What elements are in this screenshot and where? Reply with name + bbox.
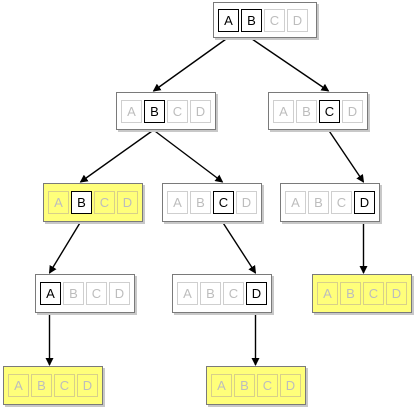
node-cell: C bbox=[319, 99, 340, 123]
node-cell: D bbox=[342, 99, 363, 123]
node-cell: A bbox=[40, 282, 61, 305]
edge-arrow-root-to-l1-left bbox=[152, 37, 228, 92]
node-cell: A bbox=[285, 191, 306, 214]
node-cell: A bbox=[48, 191, 69, 214]
node-cell: D bbox=[109, 282, 130, 305]
node-cell: B bbox=[71, 191, 92, 214]
node-cell: C bbox=[363, 282, 384, 305]
node-cell: D bbox=[77, 374, 98, 397]
node-cell: C bbox=[331, 191, 352, 214]
node-cell: D bbox=[246, 282, 267, 305]
node-cell: C bbox=[264, 8, 285, 32]
node-cell: D bbox=[287, 8, 308, 32]
node-cell: C bbox=[223, 282, 244, 305]
edge-arrow-root-to-l1-right bbox=[250, 37, 330, 92]
node-cell: B bbox=[234, 374, 255, 397]
node-cell: C bbox=[213, 191, 234, 214]
edge-arrow-l2-b-to-l3-b bbox=[221, 221, 257, 274]
edge-arrow-l1-right-to-l2-c bbox=[327, 129, 365, 183]
node-cell: D bbox=[280, 374, 301, 397]
node-cell: D bbox=[117, 191, 138, 214]
node-cell: C bbox=[257, 374, 278, 397]
node-cell: D bbox=[386, 282, 407, 305]
node-cell: D bbox=[236, 191, 257, 214]
edge-arrow-l1-left-to-l2-a bbox=[79, 129, 154, 183]
node-cell: B bbox=[308, 191, 329, 214]
node-cell: B bbox=[200, 282, 221, 305]
node-cell: C bbox=[167, 99, 188, 123]
node-cell: A bbox=[211, 374, 232, 397]
node-cell: C bbox=[94, 191, 115, 214]
node-cell: A bbox=[167, 191, 188, 214]
node-cell: A bbox=[218, 8, 239, 32]
node-cell: B bbox=[190, 191, 211, 214]
node-cell: B bbox=[31, 374, 52, 397]
node-cell: A bbox=[317, 282, 338, 305]
node-cell: C bbox=[54, 374, 75, 397]
node-cell: B bbox=[296, 99, 317, 123]
node-cell: C bbox=[86, 282, 107, 305]
node-cell: D bbox=[190, 99, 211, 123]
node-cell: D bbox=[354, 191, 375, 214]
node-cell: B bbox=[63, 282, 84, 305]
node-cell: A bbox=[8, 374, 29, 397]
node-cell: A bbox=[121, 99, 142, 123]
node-cell: A bbox=[273, 99, 294, 123]
node-cell: B bbox=[340, 282, 361, 305]
node-cell: A bbox=[177, 282, 198, 305]
edge-arrow-l2-a-to-l3-a bbox=[48, 221, 82, 274]
node-cell: B bbox=[241, 8, 262, 32]
node-cell: B bbox=[144, 99, 165, 123]
edge-arrow-l1-left-to-l2-b bbox=[153, 129, 224, 183]
